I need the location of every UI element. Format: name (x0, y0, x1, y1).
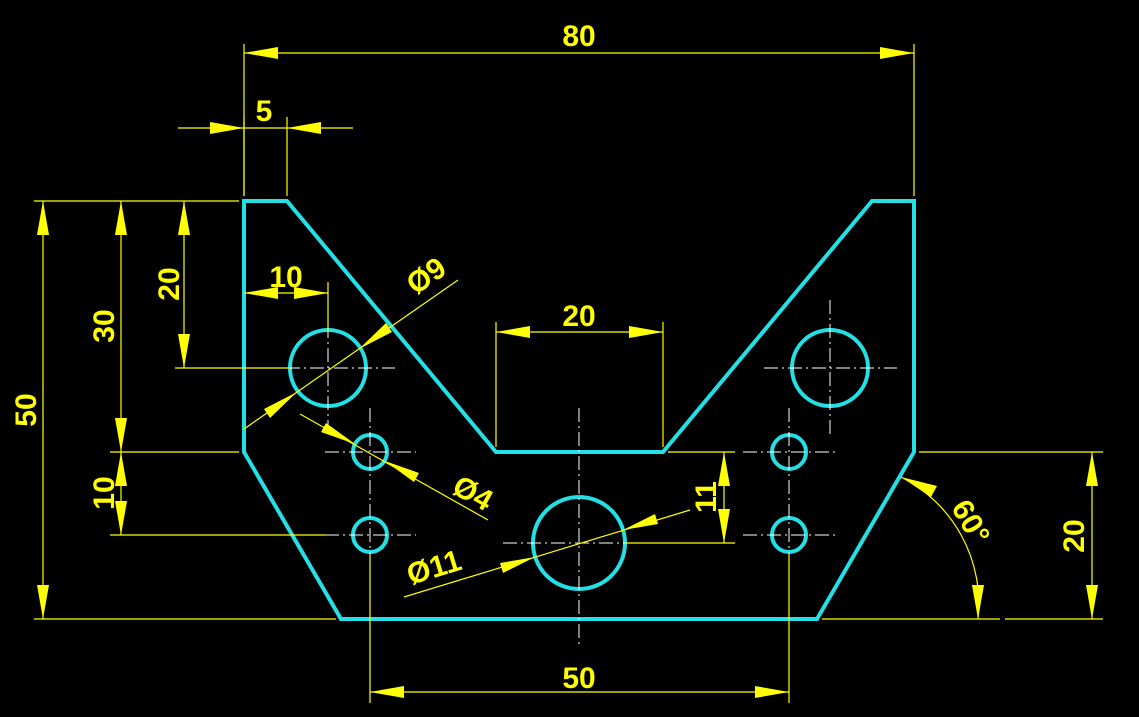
dim-left-20: 20 (153, 201, 190, 368)
dim-text-left-30: 30 (88, 309, 121, 342)
centerlines (262, 300, 897, 645)
dim-text-large-hole-dia: Ø9 (401, 251, 453, 301)
part-outline (242, 199, 916, 621)
dim-small-hole-dia: Ø4 (299, 413, 498, 521)
dim-text-center-hole-dia: Ø11 (403, 544, 465, 592)
dim-left-30: 30 (88, 201, 127, 452)
dim-left-10: 10 (88, 452, 127, 535)
dim-right-20: 20 (919, 451, 1103, 620)
dim-text-angle: 60° (945, 494, 996, 550)
dim-text-small-hole-dia: Ø4 (447, 470, 498, 518)
dim-text-left-50: 50 (10, 393, 43, 426)
dim-text-bottom-width: 50 (562, 662, 595, 695)
dim-top-lip: 5 (178, 95, 353, 196)
dim-text-hole-spacing: 11 (690, 481, 723, 513)
dim-text-overall-width: 80 (562, 20, 595, 53)
dim-overall-width: 80 (243, 20, 915, 196)
dim-text-right-20: 20 (1058, 519, 1091, 552)
dim-hole-spacing: 11 (626, 451, 735, 544)
dim-hole-offset-x: 10 (244, 261, 329, 332)
dim-text-slot-width: 20 (562, 300, 595, 333)
dim-bottom-width: 50 (369, 555, 790, 703)
dim-left-50: 50 (10, 201, 49, 619)
dim-text-left-20: 20 (153, 267, 186, 300)
dim-center-hole-dia: Ø11 (403, 509, 691, 598)
dim-text-top-lip: 5 (256, 95, 273, 128)
dim-slot-width: 20 (495, 300, 664, 447)
dim-text-left-10: 10 (88, 476, 121, 509)
dim-text-hole-offset-x: 10 (269, 261, 302, 294)
dim-angle: 60° (822, 476, 1000, 620)
